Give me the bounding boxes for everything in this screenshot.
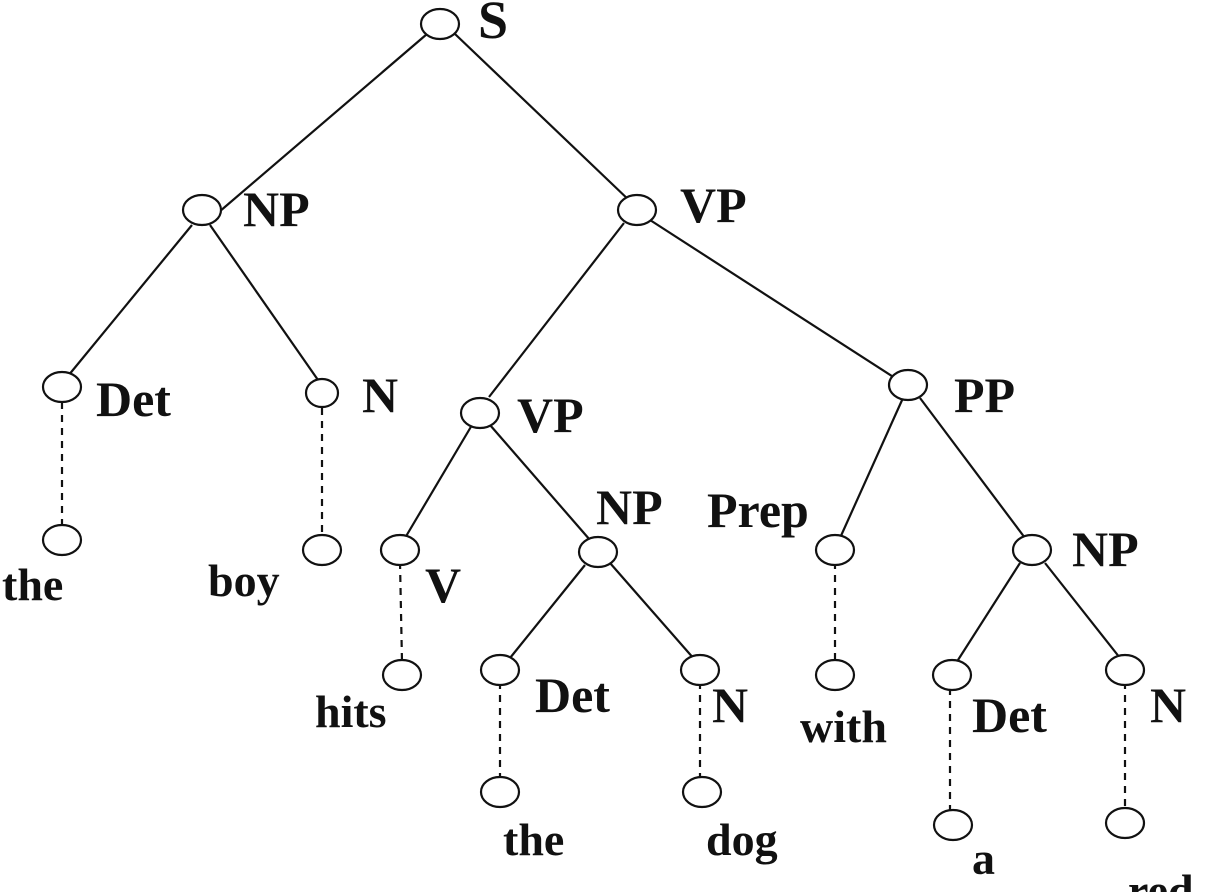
node-n-pp — [1104, 653, 1146, 687]
edge-np-det — [67, 224, 193, 377]
word-cut-off: red — [1128, 865, 1194, 892]
edge-np-det-object — [509, 564, 586, 659]
node-s — [419, 7, 461, 41]
edge-vp-vp — [488, 222, 625, 398]
tree-edges — [60, 33, 1127, 812]
edge-s-vp — [454, 33, 633, 204]
label-np-pp: NP — [1072, 521, 1139, 577]
node-det-subject — [41, 370, 83, 404]
word-a: a — [972, 833, 995, 884]
edge-np-det-pp — [957, 562, 1021, 661]
label-vp-inner: VP — [517, 387, 584, 443]
category-labels: S NP VP Det N VP PP V NP Prep NP Det N D… — [96, 0, 1186, 743]
node-det-object — [479, 653, 521, 687]
edge-s-np — [211, 33, 428, 219]
label-vp-top: VP — [680, 177, 747, 233]
node-pp — [887, 368, 929, 402]
node-the-2 — [479, 775, 521, 809]
edge-np-n-object — [609, 562, 696, 661]
lex-edge-v-hits — [398, 561, 404, 663]
node-vp-top — [616, 193, 658, 227]
label-det-pp: Det — [972, 687, 1047, 743]
edge-vp-v — [404, 424, 473, 539]
label-n-pp: N — [1150, 677, 1186, 733]
node-the-1 — [41, 523, 83, 557]
node-prep — [814, 533, 856, 567]
node-n-pp-word — [1104, 806, 1146, 840]
node-a — [932, 808, 974, 842]
node-np-pp — [1011, 533, 1053, 567]
word-with: with — [800, 701, 887, 752]
node-v — [379, 533, 421, 567]
node-hits — [381, 658, 423, 692]
edge-pp-prep — [838, 397, 905, 539]
node-np-subject — [181, 193, 223, 227]
label-np-object: NP — [596, 479, 663, 535]
label-n-subject: N — [362, 367, 398, 423]
node-det-pp — [931, 658, 973, 692]
node-with — [814, 658, 856, 692]
edge-vp-pp — [649, 219, 899, 381]
label-pp: PP — [954, 367, 1015, 423]
node-n-subject — [304, 377, 340, 409]
word-the-2: the — [503, 814, 564, 865]
word-labels: the boy hits the dog with a red — [2, 555, 1194, 892]
node-boy — [301, 533, 343, 567]
word-hits: hits — [315, 686, 387, 737]
word-boy: boy — [208, 555, 280, 606]
node-vp-inner — [459, 396, 501, 430]
edge-np-n-pp — [1044, 562, 1121, 659]
word-dog: dog — [706, 814, 778, 865]
node-dog — [681, 775, 723, 809]
label-v: V — [425, 557, 461, 613]
label-prep: Prep — [707, 482, 809, 538]
edge-vp-np — [489, 424, 591, 541]
label-s: S — [478, 0, 508, 50]
label-det-subject: Det — [96, 371, 171, 427]
edge-np-n — [209, 224, 319, 381]
word-the-1: the — [2, 559, 63, 610]
label-det-object: Det — [535, 667, 610, 723]
label-n-object: N — [712, 677, 748, 733]
node-np-object — [577, 535, 619, 569]
tree-nodes — [41, 7, 1146, 842]
node-n-object — [679, 653, 721, 687]
edge-pp-np — [919, 397, 1026, 539]
label-np-subject: NP — [243, 181, 310, 237]
